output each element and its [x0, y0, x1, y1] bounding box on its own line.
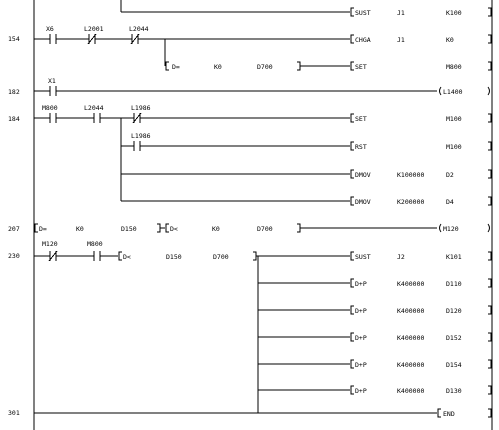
instruction-operand: K200000: [397, 198, 424, 206]
rung-continuation[interactable]: SUST J1 K100: [120, 0, 492, 17]
instruction-operand: J1: [397, 36, 405, 44]
compare-operand: D700: [257, 225, 273, 233]
contact-label: L1986: [131, 104, 151, 112]
instruction-operand: D2: [446, 171, 454, 179]
contact-no[interactable]: L2044: [84, 104, 104, 123]
contact-label: M800: [87, 240, 103, 248]
rung-184[interactable]: 184 M800 L2044 L1986 SET M100 L1986 RST: [8, 104, 492, 206]
contact-label: L2001: [84, 25, 104, 33]
instruction-operand: K400000: [397, 387, 424, 395]
contact-no[interactable]: L1986: [131, 132, 151, 151]
rung-230[interactable]: 230 M120 M800 D< D150 D700 SUST J2 K101 …: [8, 240, 492, 413]
instruction-operand: M100: [446, 115, 462, 123]
step-number: 207: [8, 225, 20, 233]
instruction-opcode: D+P: [355, 280, 367, 288]
contact-no[interactable]: X6: [46, 25, 57, 44]
instruction-opcode: RST: [355, 143, 367, 151]
instruction-opcode: D+P: [355, 307, 367, 315]
contact-label: X6: [46, 25, 54, 33]
instruction-opcode: END: [443, 410, 455, 418]
contact-nc[interactable]: M120: [42, 240, 58, 262]
instruction-opcode: D+P: [355, 387, 367, 395]
instruction-opcode: D+P: [355, 334, 367, 342]
instruction-operand: D154: [446, 361, 462, 369]
instruction-operand: K400000: [397, 334, 424, 342]
output-coil[interactable]: M120: [439, 223, 490, 233]
instruction-opcode: D+P: [355, 361, 367, 369]
instruction-opcode: SET: [355, 63, 367, 71]
compare-operand: K0: [214, 63, 222, 71]
instruction-operand: D130: [446, 387, 462, 395]
instruction-operand: K100000: [397, 171, 424, 179]
instruction-opcode: SUST: [355, 253, 371, 261]
compare-op: D=: [39, 225, 47, 233]
instruction-opcode: CHGA: [355, 36, 371, 44]
contact-label: L2044: [129, 25, 149, 33]
instruction-operand: K400000: [397, 361, 424, 369]
contact-nc[interactable]: L2001: [84, 25, 104, 45]
contact-label: M120: [42, 240, 58, 248]
compare-op: D<: [123, 253, 131, 261]
instruction-operand: K400000: [397, 280, 424, 288]
compare-operand: D700: [257, 63, 273, 71]
output-coil[interactable]: L1400: [439, 86, 490, 96]
coil-label: M120: [443, 225, 459, 233]
instruction-operand: D110: [446, 280, 462, 288]
instruction-operand: D120: [446, 307, 462, 315]
step-number: 182: [8, 88, 20, 96]
compare-operand: D150: [166, 253, 182, 261]
contact-no[interactable]: M800: [42, 104, 58, 123]
step-number: 154: [8, 35, 20, 43]
instruction-opcode: DMOV: [355, 198, 371, 206]
rung-182[interactable]: 182 X1 L1400: [8, 77, 490, 96]
contact-label: M800: [42, 104, 58, 112]
compare-operand: K0: [212, 225, 220, 233]
instruction-operand: K101: [446, 253, 462, 261]
contact-label: X1: [48, 77, 56, 85]
instruction-operand: D152: [446, 334, 462, 342]
step-number: 230: [8, 252, 20, 260]
contact-no[interactable]: M800: [87, 240, 103, 261]
coil-label: L1400: [443, 88, 463, 96]
contact-label: L1986: [131, 132, 151, 140]
rung-154[interactable]: 154 X6 L2001 L2044 CHGA J1 K0 D= K0 D700: [8, 25, 492, 71]
instruction-opcode: SUST: [355, 9, 371, 17]
compare-op: D<: [170, 225, 178, 233]
instruction-opcode: SET: [355, 115, 367, 123]
instruction-operand: K400000: [397, 307, 424, 315]
rung-207[interactable]: 207 D= K0 D150 D< K0 D700 M120: [8, 223, 490, 233]
contact-nc[interactable]: L1986: [131, 104, 151, 124]
contact-label: L2044: [84, 104, 104, 112]
compare-operand: D700: [213, 253, 229, 261]
step-number: 184: [8, 115, 20, 123]
instruction-operand: K100: [446, 9, 462, 17]
contact-nc[interactable]: L2044: [129, 25, 149, 45]
instruction-operand: D4: [446, 198, 454, 206]
instruction-operand: J1: [397, 9, 405, 17]
compare-operand: K0: [76, 225, 84, 233]
instruction-opcode: DMOV: [355, 171, 371, 179]
instruction-operand: K0: [446, 36, 454, 44]
step-number: 301: [8, 409, 20, 417]
contact-no[interactable]: X1: [48, 77, 57, 96]
compare-operand: D150: [121, 225, 137, 233]
instruction-operand: J2: [397, 253, 405, 261]
instruction-operand: M800: [446, 63, 462, 71]
compare-op: D=: [172, 63, 180, 71]
instruction-operand: M100: [446, 143, 462, 151]
rung-301[interactable]: 301 END: [8, 408, 492, 418]
